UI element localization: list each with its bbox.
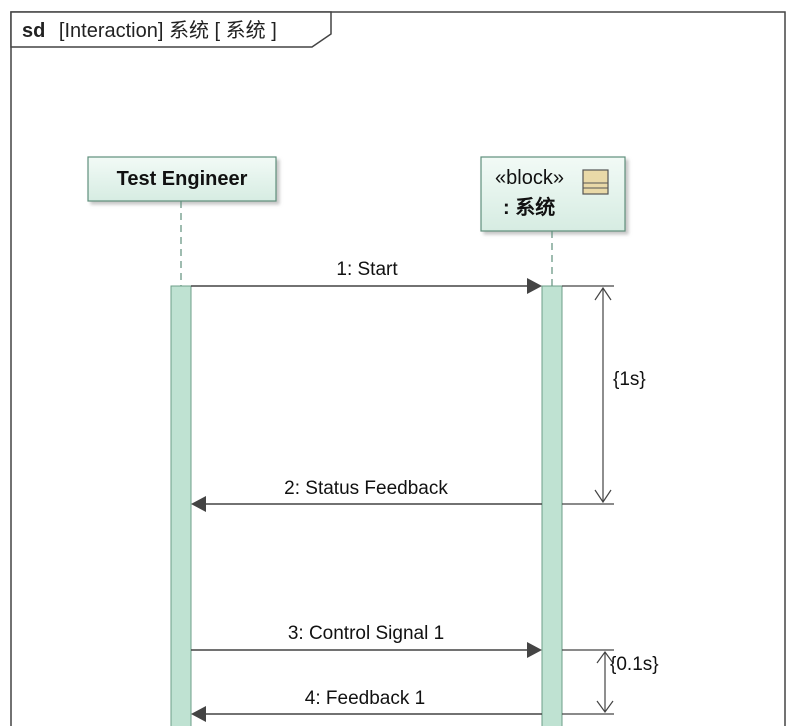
duration-constraint-1-top-arrow	[594, 286, 612, 301]
message-1-arrowhead	[527, 278, 542, 294]
duration-constraint-1-bottom-arrow	[594, 489, 612, 504]
message-4-label: 4: Feedback 1	[305, 688, 425, 709]
lifeline-system[interactable]: «block» : 系统	[480, 156, 626, 726]
message-1-label: 1: Start	[336, 259, 398, 280]
duration-constraint-2[interactable]: {0.1s}	[562, 649, 659, 715]
message-3-label: 3: Control Signal 1	[288, 623, 444, 644]
message-2-arrowhead	[191, 496, 206, 512]
lifeline-head-test-engineer[interactable]	[87, 156, 277, 202]
lifeline-name-test-engineer: Test Engineer	[117, 168, 248, 190]
activation-bar-system	[541, 285, 563, 726]
lifeline-test-engineer[interactable]: Test Engineer	[87, 156, 277, 726]
activation-bar-test-engineer	[170, 285, 192, 726]
duration-constraint-2-top-arrow	[596, 650, 614, 664]
svg-text:sd [Interaction] 系统 [ 系统 ]: sd [Interaction] 系统 [ 系统 ]	[22, 19, 277, 42]
interaction-frame	[10, 11, 786, 726]
duration-constraint-1-label: {1s}	[613, 369, 646, 390]
frame-title-tab	[10, 11, 332, 48]
message-1[interactable]: 1: Start	[191, 259, 542, 294]
lifeline-name-system: : 系统	[503, 195, 555, 219]
lifeline-stereotype-system: «block»	[495, 167, 564, 189]
message-3[interactable]: 3: Control Signal 1	[191, 623, 542, 658]
frame-kind: sd	[22, 20, 45, 42]
duration-constraint-1[interactable]: {1s}	[562, 285, 646, 505]
message-4[interactable]: 4: Feedback 1	[191, 688, 542, 722]
block-icon	[582, 169, 609, 195]
duration-constraint-2-bottom-arrow	[596, 700, 614, 714]
message-2-label: 2: Status Feedback	[284, 478, 448, 499]
message-4-arrowhead	[191, 706, 206, 722]
message-2[interactable]: 2: Status Feedback	[191, 478, 542, 512]
duration-constraint-2-label: {0.1s}	[610, 654, 659, 675]
frame-title: [Interaction] 系统 [ 系统 ]	[59, 19, 277, 42]
message-3-arrowhead	[527, 642, 542, 658]
